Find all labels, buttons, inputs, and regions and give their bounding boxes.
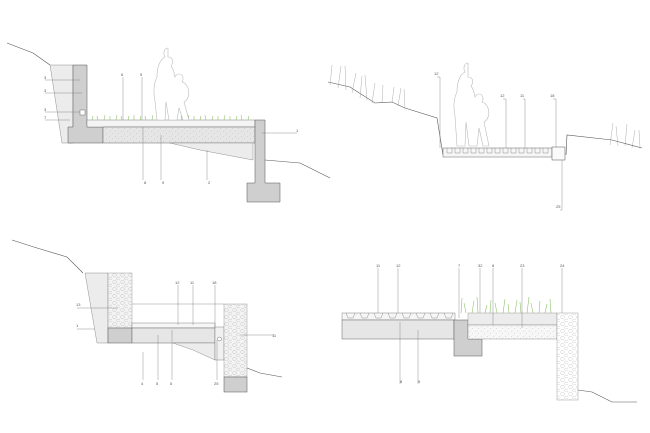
stone-fill (557, 313, 578, 400)
callout-label: 3 (44, 88, 47, 93)
terrain-line (11, 239, 84, 274)
leaders (77, 285, 274, 380)
terrain-line (327, 81, 444, 156)
drain-pipe (79, 109, 86, 116)
leaders (377, 268, 563, 384)
callout-label: 6 (121, 72, 124, 77)
callout-label: 3 (44, 75, 47, 80)
leaders (45, 77, 297, 180)
grass (460, 296, 552, 314)
callout-label: 18 (212, 280, 217, 285)
person-silhouette (453, 62, 490, 147)
callout-label: 11 (272, 333, 277, 338)
callout-label: 9 (418, 379, 421, 384)
callout-label: 4 (141, 381, 144, 386)
callout-label: 8 (400, 379, 403, 384)
callout-label: 25 (556, 204, 561, 209)
leaders (437, 76, 563, 211)
callout-label: 9 (162, 180, 165, 185)
callout-label: 2 (208, 180, 211, 185)
paver-cells (446, 148, 549, 154)
callout-label: 11 (520, 93, 525, 98)
callout-label: 1 (76, 323, 79, 328)
callout-label: 8 (492, 263, 495, 268)
callout-label: 12 (500, 93, 505, 98)
callout-label: 25 (214, 381, 219, 386)
terrain-line (6, 42, 51, 66)
vegetation (329, 64, 641, 149)
terrain-line (577, 389, 637, 403)
callout-label: 11 (190, 280, 195, 285)
drain-pipe (217, 336, 222, 342)
terrain-line (246, 367, 283, 378)
retaining-wall (67, 64, 104, 144)
callout-label: 23 (520, 263, 525, 268)
gabion-fill (108, 273, 132, 328)
person-silhouette (153, 47, 190, 121)
callout-label: 32 (478, 263, 483, 268)
section-4: 11 12 7 32 8 23 24 8 9 (341, 263, 637, 403)
gravel-fill (468, 325, 557, 339)
grass-paver-layer (86, 119, 256, 128)
base-slab (131, 327, 216, 344)
terrain-line (264, 159, 331, 179)
paver-deck (131, 322, 216, 329)
callout-label: 3 (44, 107, 47, 112)
callout-label: 13 (76, 302, 81, 307)
paver-cells (345, 312, 454, 319)
callout-label: 5 (156, 381, 159, 386)
callout-label: 18 (550, 93, 555, 98)
planting-soil (467, 312, 558, 326)
callout-label: 12 (396, 263, 401, 268)
callout-label: 8 (144, 180, 147, 185)
callout-label: 7 (44, 115, 47, 120)
paver-deck (341, 312, 456, 321)
callout-label: 12 (434, 71, 439, 76)
paver-deck (442, 147, 553, 158)
terrain-line (565, 134, 643, 156)
section-1: 3 3 3 7 6 5 1 8 9 2 (6, 42, 331, 203)
section-3: 13 1 12 11 18 11 4 5 5 25 (11, 239, 283, 393)
base-gravel (103, 127, 255, 143)
callout-label: 5 (140, 72, 143, 77)
callout-label: 1 (296, 128, 299, 133)
base-slab (341, 319, 455, 340)
gabion-base (107, 327, 133, 344)
subgrade-wedge (172, 342, 216, 361)
drain-channel (214, 326, 225, 361)
callout-label: 24 (560, 263, 565, 268)
callout-label: 5 (170, 381, 173, 386)
callout-label: 12 (175, 280, 180, 285)
callout-label: 11 (376, 263, 381, 268)
gabion-fill (224, 304, 247, 377)
drain-box (551, 146, 566, 161)
gabion-base (223, 376, 248, 393)
section-2: 12 12 11 18 25 (327, 62, 643, 211)
callout-label: 7 (458, 263, 461, 268)
edge-wall (246, 119, 281, 203)
subgrade-wedge (169, 142, 254, 161)
